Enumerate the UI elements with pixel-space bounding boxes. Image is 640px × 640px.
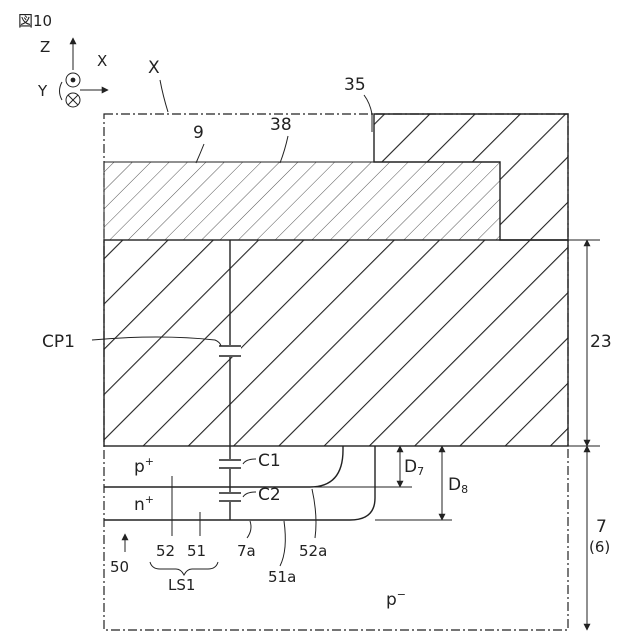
figure-title: 図10 xyxy=(18,12,52,30)
capacitor-c2-icon xyxy=(219,492,241,502)
capacitor-c1-icon xyxy=(219,459,241,469)
label-38: 38 xyxy=(270,115,292,135)
label-c1: C1 xyxy=(258,451,281,471)
region-p-plus: p+ xyxy=(134,455,154,477)
region-n-plus: n+ xyxy=(134,493,154,515)
axis-z-label: Z xyxy=(40,38,50,56)
axis-y-label: Y xyxy=(37,82,48,100)
label-51a: 51a xyxy=(268,568,296,586)
label-6: (6) xyxy=(589,538,610,556)
label-35: 35 xyxy=(344,75,366,95)
label-51: 51 xyxy=(187,542,206,560)
label-52: 52 xyxy=(156,542,175,560)
layer-38 xyxy=(104,162,500,240)
label-50: 50 xyxy=(110,558,129,576)
capacitor-cp1-icon xyxy=(219,345,241,357)
label-c2: C2 xyxy=(258,485,281,505)
label-d7: D7 xyxy=(404,457,424,478)
axes-indicator-icon: Z X Y xyxy=(37,38,108,107)
label-7a: 7a xyxy=(237,542,256,560)
label-ls1: LS1 xyxy=(168,576,195,594)
axis-x-label: X xyxy=(97,52,107,70)
label-7: 7 xyxy=(596,517,607,537)
layer-23 xyxy=(104,240,568,446)
label-23: 23 xyxy=(590,332,612,352)
label-d8: D8 xyxy=(448,475,468,496)
label-9: 9 xyxy=(193,123,204,143)
ls1-brace xyxy=(150,562,218,575)
section-label: X xyxy=(148,58,160,78)
label-cp1: CP1 xyxy=(42,332,75,352)
region-p-minus: p− xyxy=(386,588,406,610)
label-52a: 52a xyxy=(299,542,327,560)
